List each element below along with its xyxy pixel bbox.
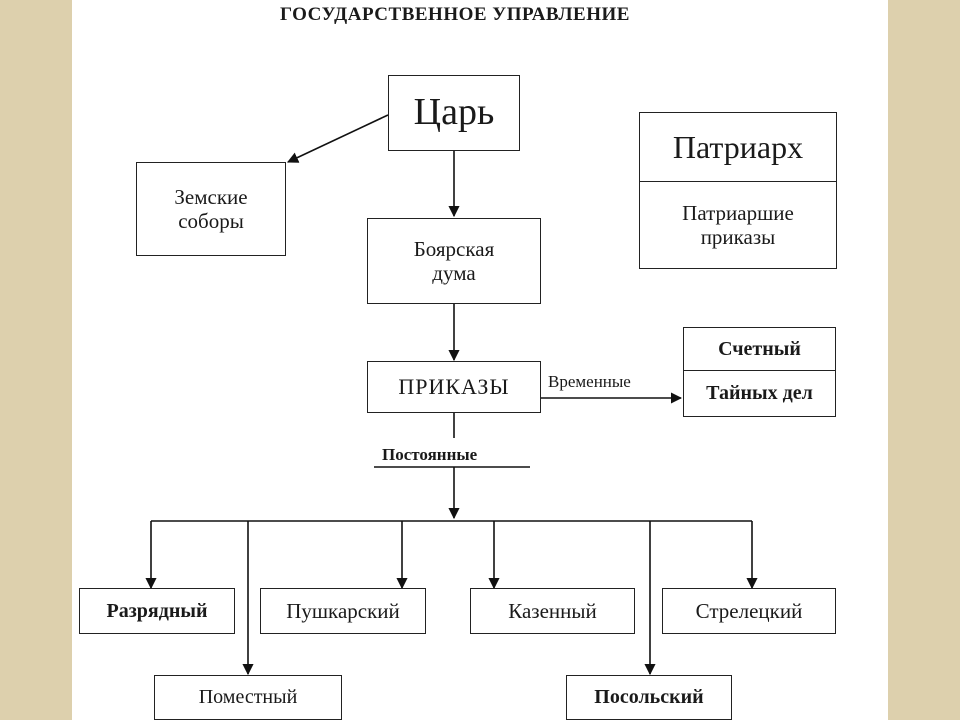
posolsky-label: Посольский [594, 686, 704, 708]
pomestny-label: Поместный [198, 686, 298, 708]
streletsky-box: Стрелецкий [662, 588, 836, 634]
patriarch-box: Патриарх Патриаршие приказы [639, 112, 837, 269]
temporary-label: Временные [548, 372, 631, 391]
patriarch-label: Патриарх [672, 128, 804, 165]
temporary-prikazy-box: Счетный Тайных дел [683, 327, 836, 417]
permanent-label: Постоянные [382, 445, 478, 464]
boyar-duma-label: Боярская дума [413, 236, 495, 285]
kazenny-box: Казенный [470, 588, 635, 634]
pushkarsky-box: Пушкарский [260, 588, 426, 634]
razryadny-label: Разрядный [106, 599, 208, 622]
arrow-tsar-to-zemskie [286, 114, 389, 163]
streletsky-label: Стрелецкий [695, 598, 803, 623]
tsar-label: Царь [413, 91, 495, 134]
tsar-box: Царь [388, 75, 520, 151]
zemskie-sobory-box: Земские соборы [136, 162, 286, 256]
tainykh-del-label: Тайных дел [706, 382, 813, 404]
pushkarsky-label: Пушкарский [286, 598, 400, 623]
schetny-label: Счетный [718, 337, 801, 360]
prikazy-label: ПРИКАЗЫ [398, 374, 510, 400]
diagram-title: ГОСУДАРСТВЕННОЕ УПРАВЛЕНИЕ [280, 4, 630, 25]
boyar-duma-box: Боярская дума [367, 218, 541, 304]
patriarch-prikazy-label: Патриаршие приказы [682, 200, 794, 249]
razryadny-box: Разрядный [79, 588, 235, 634]
kazenny-label: Казенный [508, 598, 597, 623]
zemskie-sobory-label: Земские соборы [174, 184, 248, 233]
posolsky-box: Посольский [566, 675, 732, 720]
prikazy-box: ПРИКАЗЫ [367, 361, 541, 413]
pomestny-box: Поместный [154, 675, 342, 720]
